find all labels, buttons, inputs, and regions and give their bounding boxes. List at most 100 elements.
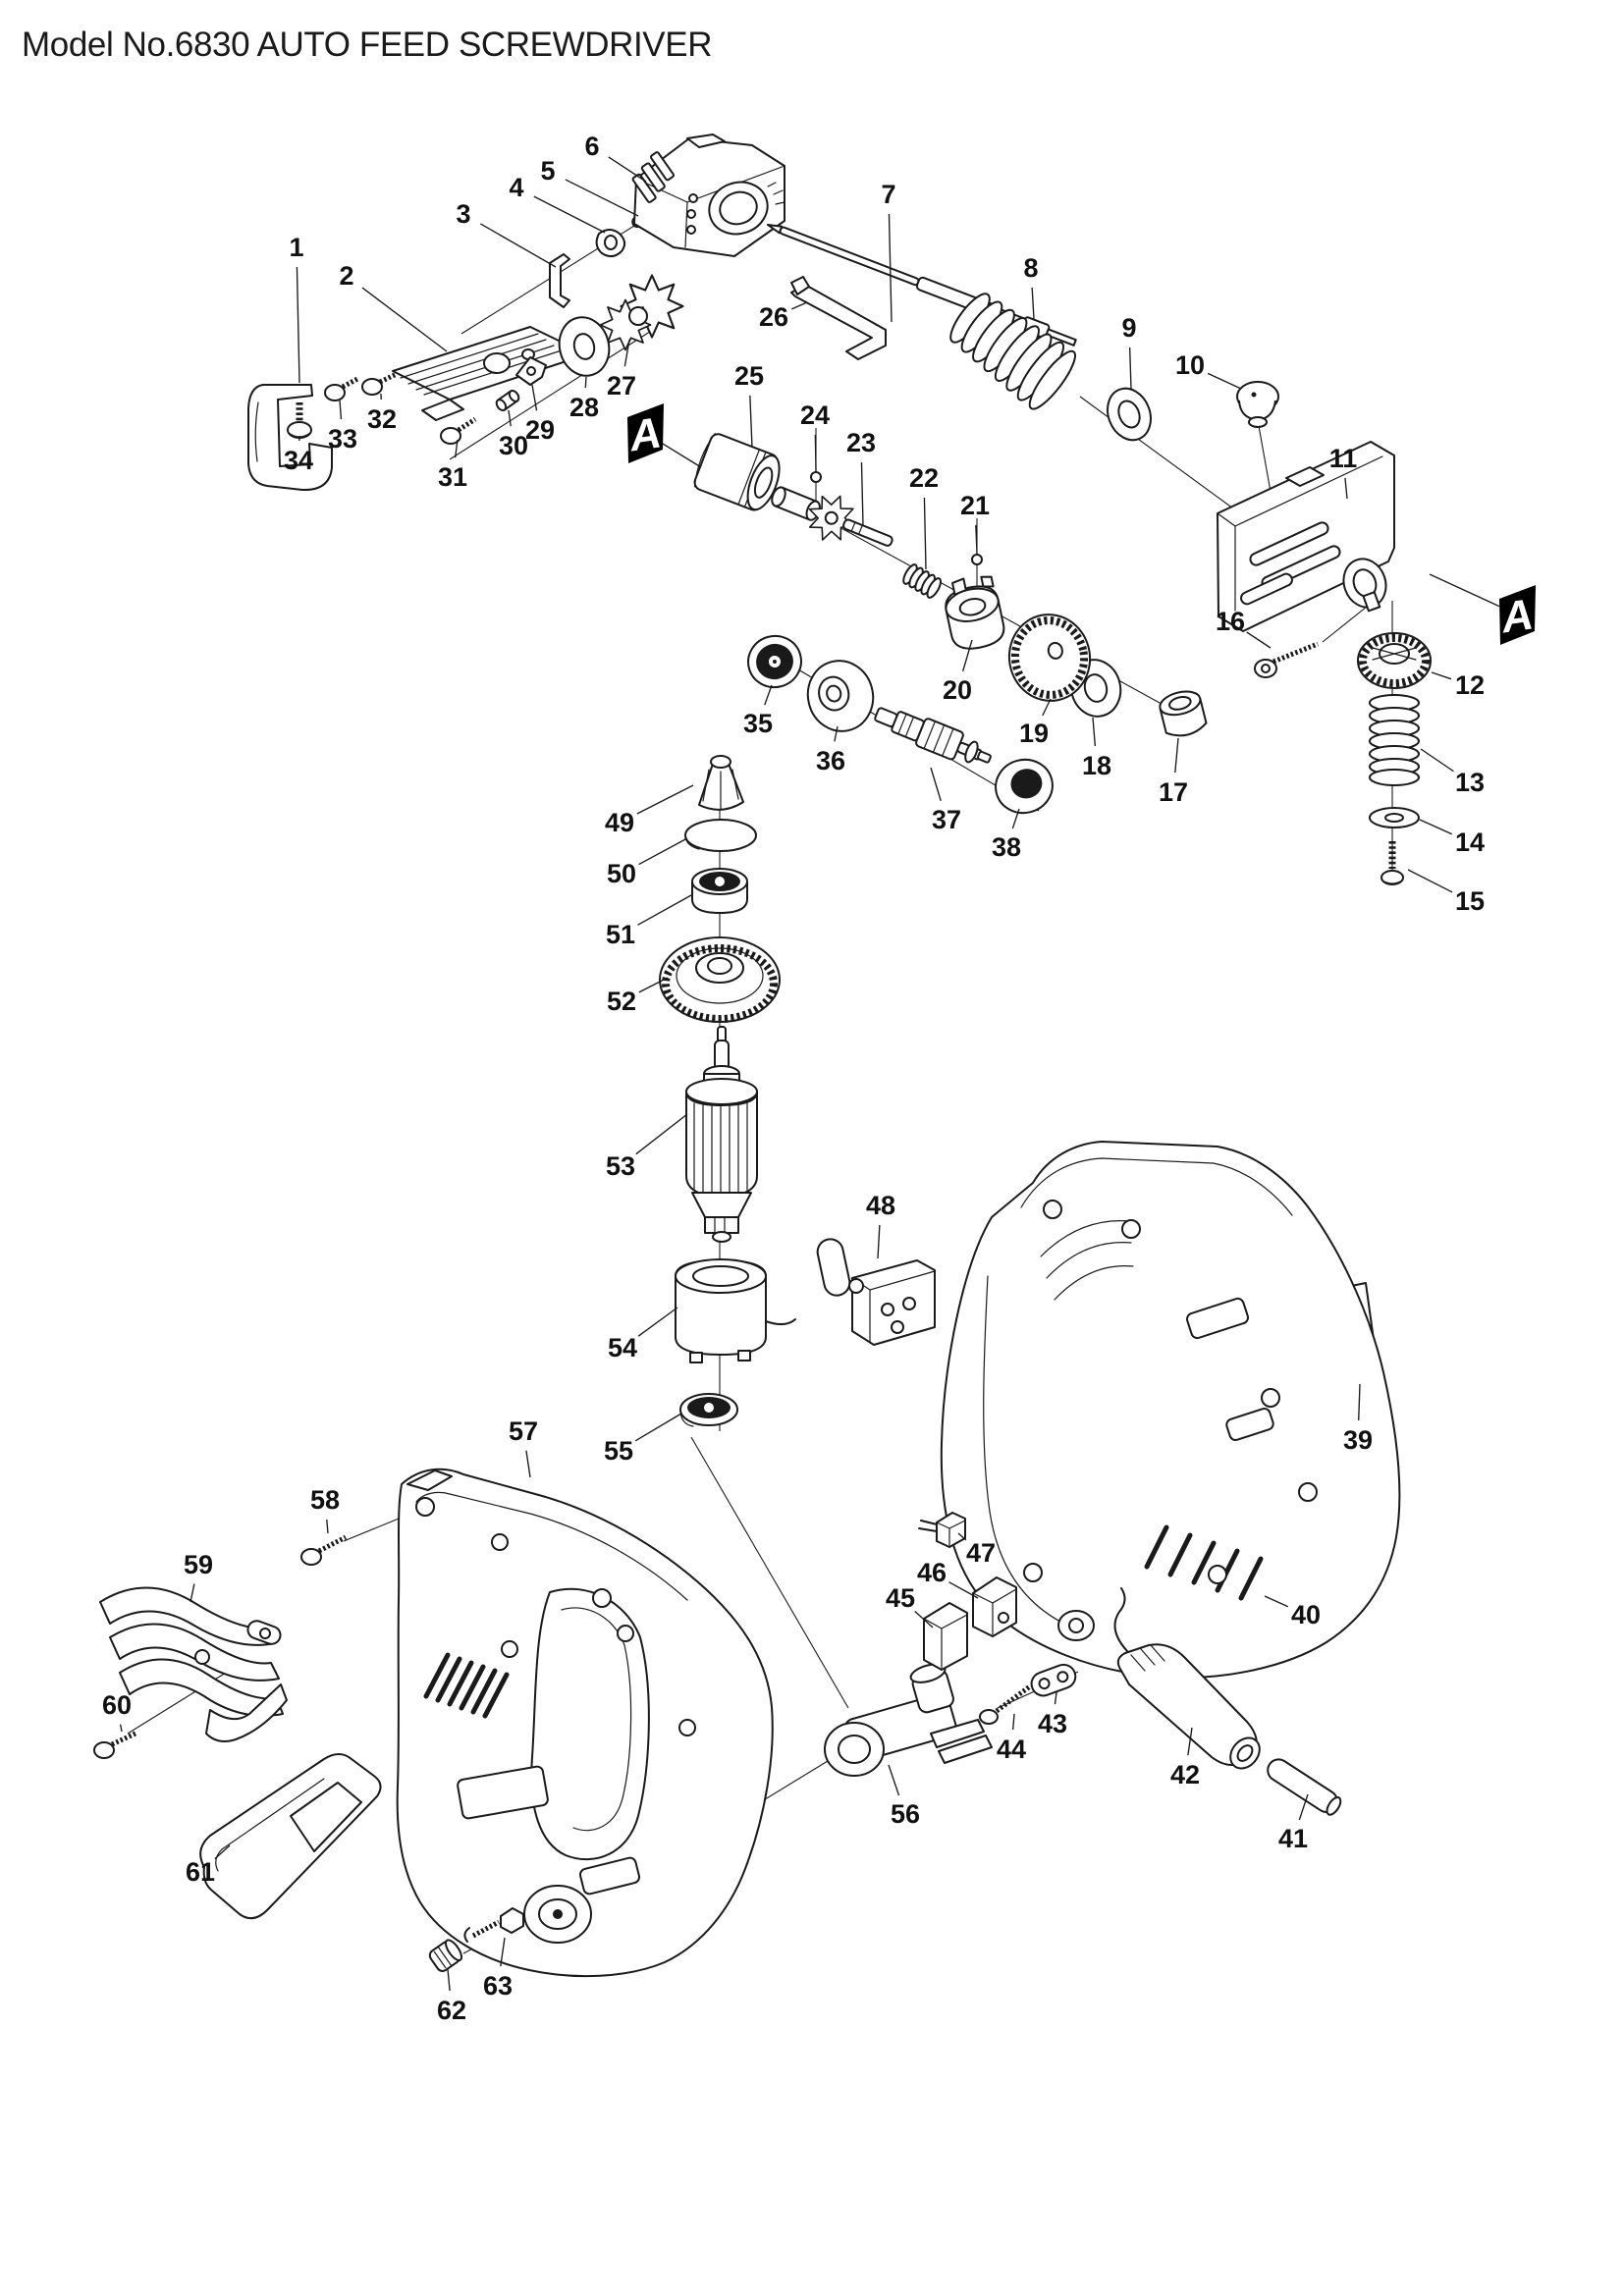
part-label-30: 30: [499, 431, 528, 460]
part-label-13: 13: [1455, 768, 1485, 797]
part-44-screw-drawing: [979, 1683, 1032, 1725]
part-47-terminal-drawing: [918, 1512, 966, 1548]
leader-line-54: [637, 1307, 678, 1337]
part-28-disc-drawing: [558, 316, 611, 377]
leader-line-39: [1358, 1383, 1361, 1421]
part-label-62: 62: [437, 1996, 466, 2025]
part-31-screw-drawing: [440, 416, 477, 445]
part-19-gear-drawing: [1007, 614, 1092, 702]
part-label-60: 60: [102, 1690, 132, 1720]
part-label-48: 48: [866, 1191, 895, 1220]
part-label-28: 28: [569, 393, 599, 422]
part-label-5: 5: [540, 156, 555, 186]
leader-line-40: [1264, 1595, 1289, 1608]
part-62-brush-cap-drawing: [428, 1939, 463, 1972]
part-label-47: 47: [966, 1538, 996, 1568]
part-9-ring-drawing: [1107, 387, 1152, 442]
part-label-61: 61: [186, 1857, 215, 1887]
leader-line-51: [637, 894, 692, 926]
leader-line-36: [834, 725, 839, 742]
section-marker-leader-1: [661, 442, 702, 468]
leader-line-17: [1174, 737, 1179, 774]
part-25-sleeve-drawing: [693, 433, 781, 511]
part-label-45: 45: [886, 1583, 915, 1613]
part-label-21: 21: [960, 491, 990, 520]
leader-line-63: [500, 1937, 506, 1967]
leader-line-29: [531, 384, 538, 411]
leader-line-50: [638, 837, 688, 866]
part-33-screw-drawing: [324, 375, 361, 401]
part-20-clutch-drum-drawing: [945, 575, 1005, 650]
part-label-2: 2: [339, 261, 353, 291]
part-label-35: 35: [743, 709, 773, 738]
part-2-plate-drawing: [392, 326, 588, 421]
leader-line-45: [914, 1610, 934, 1629]
part-label-4: 4: [509, 173, 523, 202]
leader-line-7: [888, 213, 893, 323]
leader-line-5: [565, 179, 639, 217]
part-label-20: 20: [943, 675, 972, 705]
section-marker-label-2: A: [1497, 591, 1536, 643]
part-22-spring-drawing: [902, 563, 942, 599]
leader-line-28: [584, 376, 587, 389]
part-label-37: 37: [932, 805, 961, 834]
section-marker-leader-2: [1429, 573, 1500, 608]
part-label-14: 14: [1455, 828, 1485, 857]
leader-line-49: [636, 784, 694, 815]
leader-line-35: [764, 684, 773, 706]
leader-line-30: [508, 409, 512, 427]
leader-line-16: [1246, 631, 1272, 649]
part-label-50: 50: [607, 859, 636, 888]
leader-line-56: [888, 1764, 900, 1796]
part-17-bushing-drawing: [1159, 690, 1208, 737]
part-label-16: 16: [1216, 607, 1245, 636]
part-label-3: 3: [456, 199, 470, 229]
part-label-63: 63: [483, 1971, 513, 2001]
part-29-pawl-drawing: [515, 356, 547, 386]
part-label-17: 17: [1159, 777, 1188, 807]
part-12-adjust-wheel-drawing: [1357, 632, 1432, 689]
part-label-49: 49: [605, 808, 634, 837]
part-label-53: 53: [606, 1151, 635, 1181]
part-label-38: 38: [992, 832, 1021, 862]
section-marker-label-1: A: [625, 409, 664, 461]
part-37-spindle-drawing: [874, 707, 992, 764]
part-11-magazine-housing-drawing: [1217, 441, 1395, 632]
part-59-lever-drawing: [99, 1586, 288, 1742]
part-label-56: 56: [891, 1799, 920, 1829]
part-46-holder-drawing: [972, 1576, 1017, 1637]
leader-line-55: [634, 1413, 682, 1442]
leader-line-41: [1298, 1793, 1309, 1821]
leader-line-4: [533, 195, 606, 234]
part-23-gear-shaft-drawing: [771, 486, 893, 550]
part-label-8: 8: [1023, 253, 1038, 283]
part-label-42: 42: [1170, 1760, 1200, 1789]
part-label-32: 32: [367, 404, 397, 434]
part-label-58: 58: [310, 1485, 340, 1515]
leader-line-8: [1031, 287, 1035, 320]
leader-line-22: [923, 497, 927, 570]
leader-line-15: [1407, 869, 1453, 893]
leader-line-13: [1420, 748, 1454, 773]
leader-line-19: [1042, 698, 1052, 717]
leader-line-58: [326, 1519, 329, 1534]
part-26-hook-bar-drawing: [790, 276, 887, 360]
part-label-52: 52: [607, 987, 636, 1016]
part-labels-layer: 1234567891011121314151617181920212223242…: [102, 132, 1536, 2025]
part-label-57: 57: [509, 1416, 538, 1446]
leader-line-1: [296, 266, 300, 384]
part-30-sleeve-drawing: [495, 389, 520, 412]
part-58-screw-drawing: [300, 1534, 348, 1566]
part-label-9: 9: [1121, 313, 1136, 343]
part-48-switch-drawing: [816, 1238, 936, 1346]
part-label-6: 6: [584, 132, 599, 161]
part-45-brush-holder-drawing: [923, 1602, 968, 1671]
part-label-26: 26: [759, 302, 788, 332]
leader-line-21: [975, 524, 978, 555]
part-label-43: 43: [1038, 1709, 1067, 1738]
page-title: Model No.6830 AUTO FEED SCREWDRIVER: [22, 26, 713, 64]
leader-line-24: [814, 434, 817, 472]
part-label-51: 51: [606, 920, 635, 949]
part-38-cap-drawing: [995, 758, 1054, 815]
